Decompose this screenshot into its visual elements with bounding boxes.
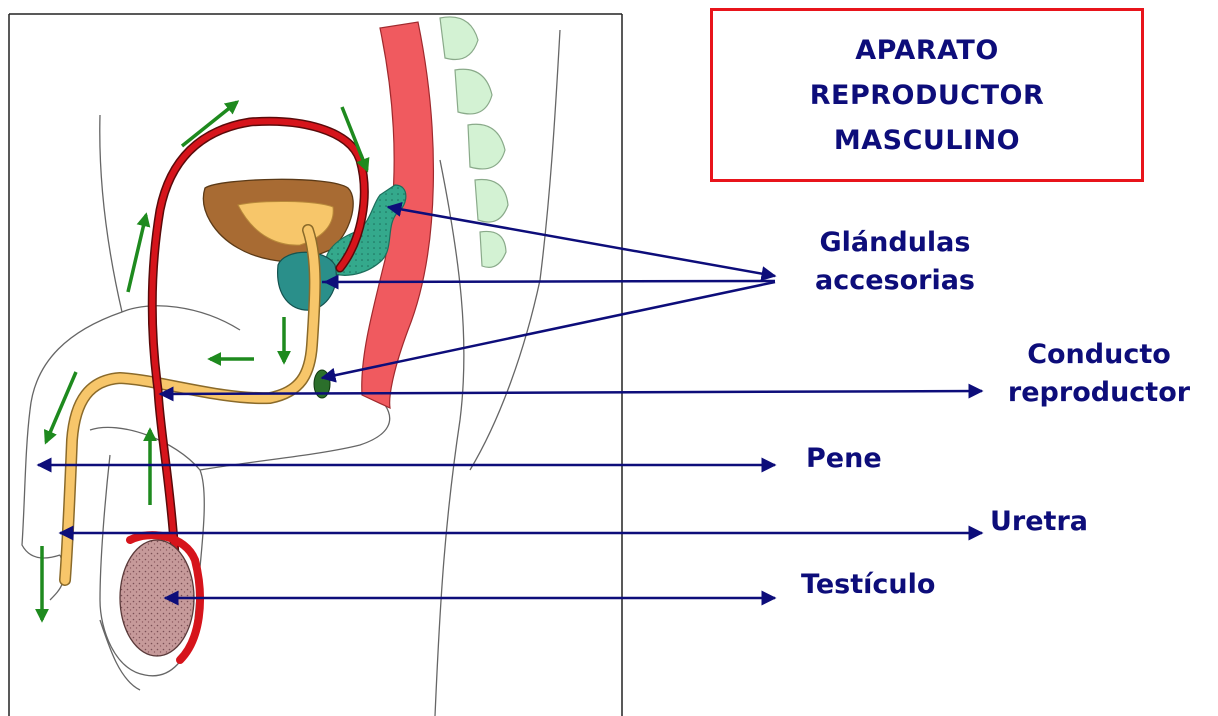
- label-glandulas-line-2: accesorias: [790, 262, 1000, 300]
- label-conducto: Conducto reproductor: [985, 336, 1213, 412]
- title-box: APARATO REPRODUCTOR MASCULINO: [710, 8, 1144, 182]
- pointer-glandulas-1: [388, 207, 775, 276]
- label-glandulas-line-1: Glándulas: [790, 224, 1000, 262]
- title-line-2: REPRODUCTOR: [810, 73, 1045, 118]
- pointer-glandulas-2: [322, 281, 775, 282]
- label-conducto-line-1: Conducto: [985, 336, 1213, 374]
- label-conducto-line-2: reproductor: [985, 374, 1213, 412]
- label-testiculo: Testículo: [801, 566, 935, 604]
- label-pene: Pene: [806, 440, 882, 478]
- vertebrae: [440, 17, 508, 267]
- title-line-1: APARATO: [855, 28, 999, 73]
- label-glandulas: Glándulas accesorias: [790, 224, 1000, 300]
- flow-arrows: [42, 102, 367, 620]
- title-line-3: MASCULINO: [834, 118, 1020, 163]
- label-uretra: Uretra: [990, 503, 1088, 541]
- green-arrow-icon: [128, 215, 146, 292]
